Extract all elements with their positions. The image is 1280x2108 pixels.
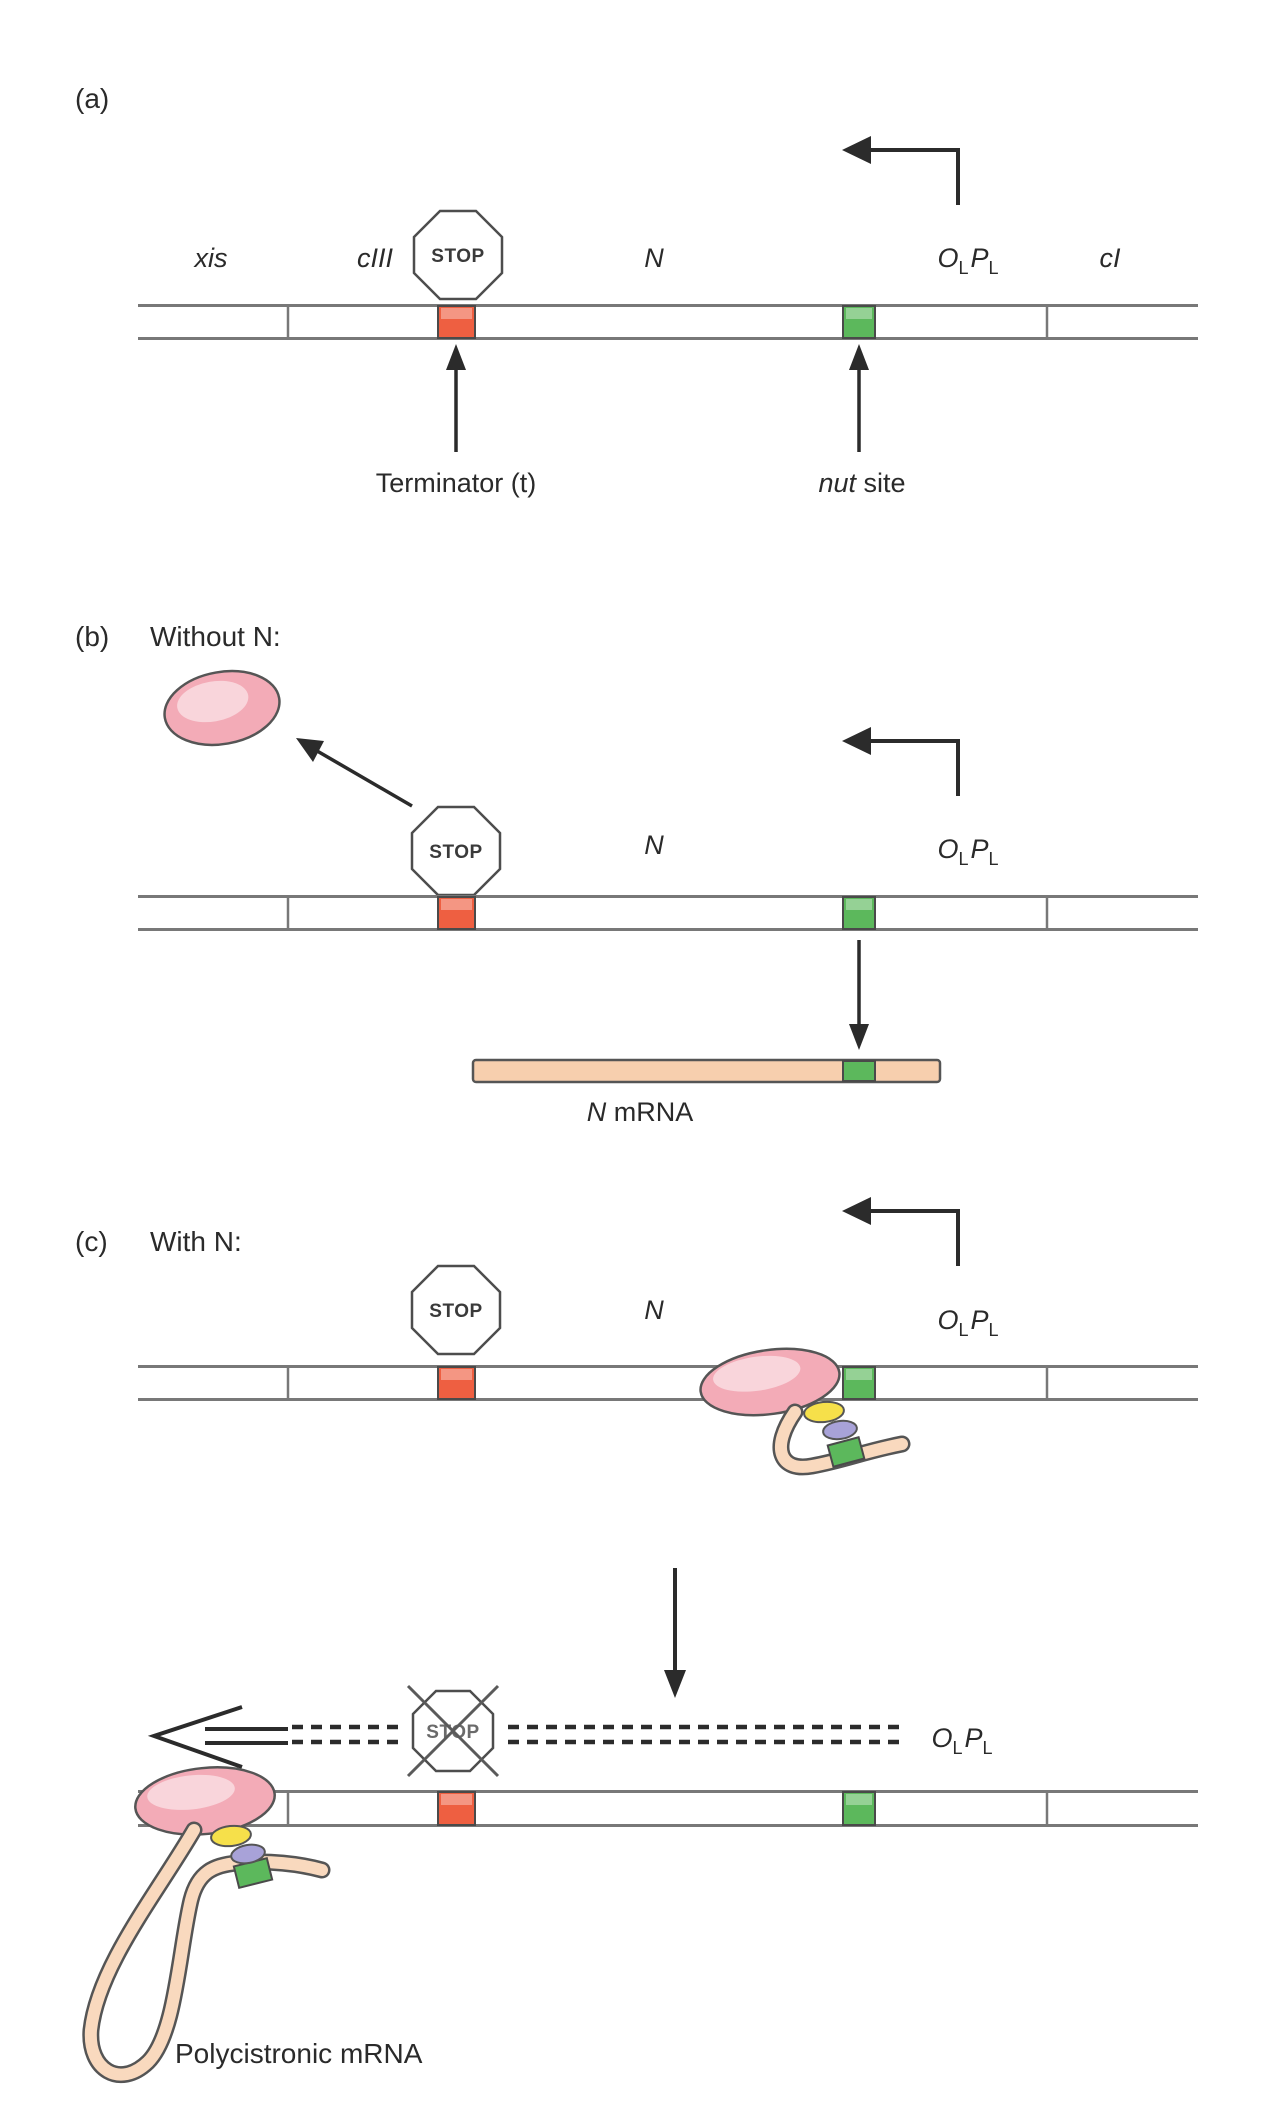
nut-caption: nut site — [818, 468, 905, 498]
nut-site — [842, 1366, 876, 1400]
nut-site — [842, 305, 876, 339]
highlight — [846, 1369, 872, 1380]
stop-sign-text: STOP — [431, 246, 484, 267]
highlight — [177, 680, 249, 723]
terminator-caption: Terminator (t) — [376, 468, 537, 498]
gene-label-n: N — [644, 830, 664, 860]
gene-label-n: N — [644, 1295, 664, 1325]
release-arrow — [296, 738, 413, 808]
gene-label-ci: cI — [1099, 243, 1121, 273]
panel-b-label: (b) — [75, 621, 109, 652]
dna-bar-a — [138, 304, 1198, 340]
gene-label-xis: xis — [193, 243, 228, 273]
n-mrna-bar — [471, 1058, 942, 1084]
promoter-arrow-icon — [842, 727, 960, 796]
nut-site — [842, 896, 876, 930]
panel-c-title: With N: — [150, 1226, 242, 1257]
promoter-label-olpl: OLPL — [931, 1723, 992, 1758]
polymerase-n-complex — [82, 1766, 331, 2083]
stop-sign-text: STOP — [429, 1301, 482, 1322]
panel-c-label: (c) — [75, 1226, 108, 1257]
promoter-arrow-icon — [842, 136, 960, 205]
process-arrow-down — [664, 1568, 686, 1698]
highlight — [713, 1355, 801, 1392]
panel-b-title: Without N: — [150, 621, 281, 652]
nut-site — [842, 1791, 876, 1826]
highlight — [846, 1794, 872, 1805]
polycistronic-mrna-caption: Polycistronic mRNA — [175, 2038, 423, 2069]
highlight — [846, 308, 872, 319]
dna-bar-b — [138, 895, 1198, 931]
stop-sign-icon: STOP — [412, 209, 504, 301]
promoter-label-olpl: OLPL — [937, 1305, 998, 1340]
highlight — [441, 308, 472, 319]
nut-sequence-on-mrna — [842, 1060, 876, 1082]
gene-label-n: N — [644, 243, 664, 273]
promoter-arrow-icon — [842, 1197, 960, 1266]
panel-c-bottom: STOP OLPL — [82, 1684, 1198, 2083]
terminator-site — [437, 896, 476, 930]
terminator-site — [437, 1366, 476, 1400]
stop-sign-icon: STOP — [410, 1264, 502, 1356]
stop-sign-text: STOP — [429, 842, 482, 863]
panel-a: (a) xis cIII N OLPL cI STOP — [75, 83, 1198, 498]
readthrough-arrow-icon — [147, 1705, 288, 1769]
readthrough-dashed-path — [292, 1724, 900, 1745]
panel-b: (b) Without N: STOP N OLPL — [75, 621, 1198, 1127]
nut-sequence-on-mrna — [826, 1436, 866, 1468]
nus-factor-oval — [822, 1419, 858, 1441]
terminator-pointer-arrow — [446, 344, 466, 452]
panel-c-top: (c) With N: STOP N OLPL — [75, 1197, 1198, 1698]
highlight — [846, 899, 872, 910]
n-mrna-caption: N mRNA — [587, 1097, 694, 1127]
highlight — [441, 1369, 472, 1380]
nut-pointer-arrow — [849, 344, 869, 452]
highlight — [441, 899, 472, 910]
n-protein-oval — [210, 1824, 252, 1848]
dna-bar-c-bottom — [138, 1790, 1198, 1827]
panel-a-label: (a) — [75, 83, 109, 114]
terminator-site — [437, 1791, 476, 1826]
rna-polymerase-blob — [163, 669, 281, 747]
n-protein-oval — [803, 1400, 845, 1424]
nus-factor-oval — [230, 1843, 266, 1865]
stop-sign-icon: STOP — [410, 805, 502, 897]
transcription-arrow — [849, 940, 869, 1050]
promoter-label-olpl: OLPL — [937, 243, 998, 278]
highlight — [147, 1774, 235, 1810]
promoter-label-olpl: OLPL — [937, 834, 998, 869]
polymerase-n-complex — [699, 1347, 911, 1476]
terminator-site — [437, 305, 476, 339]
gene-label-ciii: cIII — [357, 243, 394, 273]
highlight — [441, 1794, 472, 1805]
crossed-stop-sign-icon: STOP — [406, 1684, 500, 1778]
dna-bar-c-top — [138, 1365, 1198, 1401]
